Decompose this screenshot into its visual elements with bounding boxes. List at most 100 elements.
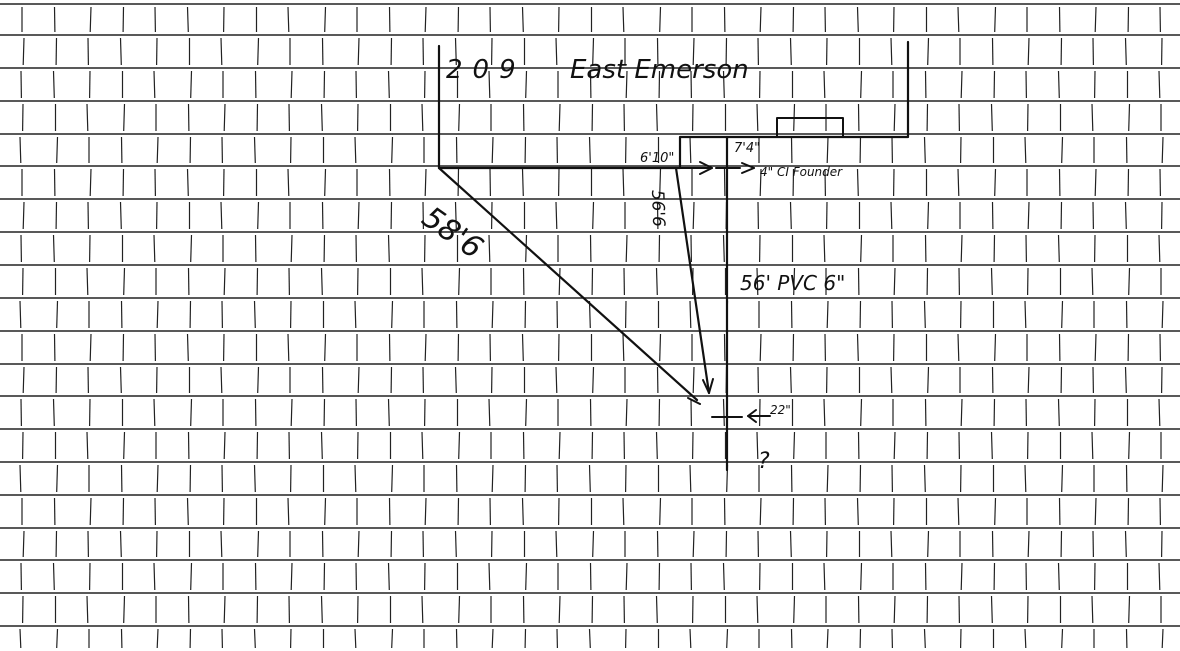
grid-line-vertical [22,37,25,66]
grid-line-vertical [860,70,863,99]
grid-line-vertical [756,431,759,460]
grid-line-vertical [592,201,595,230]
grid-line-vertical [558,103,561,132]
grid-line-vertical [153,234,156,263]
grid-line-vertical [994,6,997,33]
grid-line-vertical [923,628,926,649]
grid-line-vertical [324,168,327,197]
grid-line-vertical [19,136,22,164]
grid-line-vertical [625,398,628,427]
grid-line-vertical [659,6,662,33]
grid-line-vertical [1027,201,1030,230]
house-offset-label: 6'10" [640,151,674,166]
grid-line-vertical [1161,628,1164,649]
grid-line-vertical [525,398,528,427]
grid-line-vertical [655,267,658,296]
grid-line-vertical [190,234,193,263]
grid-line-vertical [558,431,561,460]
grid-line-vertical [860,562,863,591]
grid-line-vertical [1124,37,1127,66]
grid-line-vertical [86,267,89,296]
grid-line-vertical [123,595,126,624]
grid-line-vertical [759,168,762,197]
grid-line-vertical [387,70,390,99]
grid-line-vertical [622,497,625,526]
grid-line-vertical [1024,300,1027,329]
grid-line-vertical [655,431,658,460]
grid-line-vertical [253,300,256,329]
grid-line-vertical [19,464,22,493]
grid-line-vertical [1128,267,1131,296]
grid-line-vertical [525,70,528,99]
grid-line-vertical [354,464,357,493]
grid-line-vertical [823,398,826,427]
grid-line-vertical [491,628,494,649]
grid-line-vertical [960,562,963,591]
grid-line-vertical [491,136,494,164]
grid-line-vertical [19,628,22,649]
address-label: 209 East Emerson [446,55,749,85]
grid-line-vertical [324,6,327,33]
grid-line-vertical [253,628,256,649]
grid-line-vertical [1061,300,1064,329]
grid-line-vertical [357,530,360,558]
grid-line-vertical [488,398,491,427]
arrow-left-icon [747,409,757,423]
grid-line-vertical [1061,136,1064,164]
grid-line-vertical [856,333,859,362]
grid-line-vertical [689,136,692,164]
grid-line-vertical [458,595,461,624]
grid-line-vertical [793,267,796,296]
grid-line-vertical [287,6,290,33]
grid-line-vertical [622,6,625,33]
grid-line-vertical [826,300,829,329]
grid-line-vertical [153,562,156,591]
grid-line-vertical [287,333,290,362]
grid-line-vertical [89,168,92,197]
grid-line-vertical [860,234,863,263]
grid-line-vertical [793,431,796,460]
grid-line-vertical [856,497,859,526]
grid-line-vertical [957,497,960,526]
grid-line-vertical [659,497,662,526]
grid-line-vertical [190,70,193,99]
grid-line-vertical [387,398,390,427]
grid-line-vertical [722,234,725,263]
grid-line-vertical [1128,103,1131,132]
grid-line-vertical [156,464,159,493]
grid-line-vertical [1158,562,1161,591]
grid-line-vertical [1061,464,1064,493]
grid-line-vertical [119,37,122,66]
grid-line-vertical [692,530,695,558]
grid-line-vertical [1091,103,1094,132]
grid-line-vertical [123,431,126,460]
grid-line-vertical [223,431,226,460]
arrow-down-icon [702,378,714,394]
grid-line-vertical [454,201,457,230]
grid-line-vertical [1024,464,1027,493]
grid-line-vertical [488,562,491,591]
grid-line-vertical [1057,234,1060,263]
grid-line-vertical [89,6,92,33]
grid-line-vertical [391,300,394,329]
grid-line-vertical [354,300,357,329]
grid-line-vertical [253,464,256,493]
grid-line-vertical [1161,464,1164,493]
graph-paper-grid [0,3,1180,649]
grid-line-vertical [287,168,290,197]
pipe-run-label: 56' PVC 6" [740,271,845,295]
diagonal-tie-line [437,166,699,402]
grid-line-vertical [1057,398,1060,427]
grid-line-vertical [625,562,628,591]
grid-line-vertical [1094,168,1097,197]
grid-line-vertical [190,398,193,427]
grid-line-vertical [1161,136,1164,164]
grid-line-vertical [1024,136,1027,164]
grid-line-vertical [190,562,193,591]
grid-line-vertical [692,366,695,394]
grid-line-vertical [156,136,159,164]
grid-line-vertical [119,530,122,558]
grid-line-vertical [923,464,926,493]
grid-line-vertical [1027,37,1030,66]
grid-line-vertical [1094,333,1097,362]
